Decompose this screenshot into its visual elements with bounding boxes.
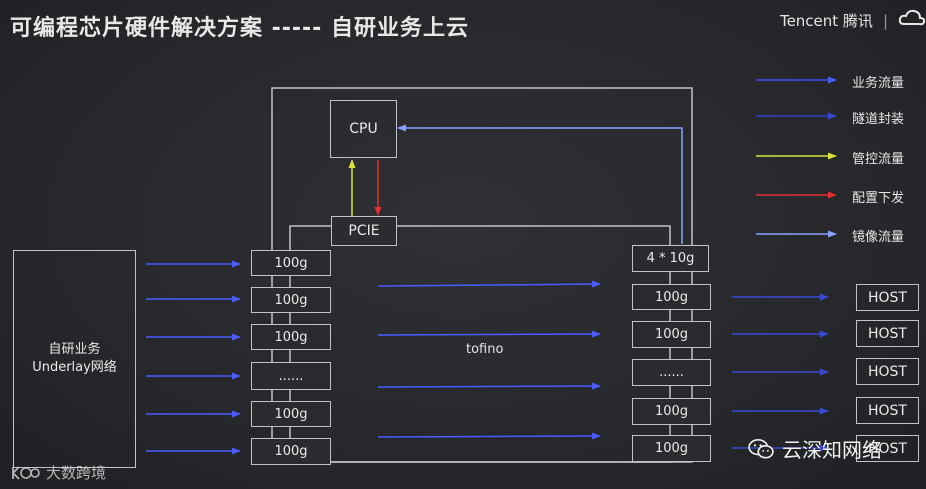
host-label: HOST xyxy=(868,363,907,380)
left-port: 100g xyxy=(251,401,331,427)
left-port: ...... xyxy=(251,362,331,390)
brand-name: Tencent 腾讯 xyxy=(779,12,873,30)
host-label: HOST xyxy=(868,402,907,419)
host-label: HOST xyxy=(868,440,907,457)
mirror-flow-arrow xyxy=(397,124,683,244)
left-port: 100g xyxy=(251,324,331,350)
right-port: 100g xyxy=(632,398,711,425)
right-port: 100g xyxy=(632,321,711,348)
legend-business-label: 业务流量 xyxy=(852,76,905,91)
port-label: 100g xyxy=(654,327,689,342)
legend-tunnel-label: 隧道封装 xyxy=(852,112,905,127)
legend-mirror-label: 镜像流量 xyxy=(852,230,905,245)
port-label: ...... xyxy=(278,368,304,384)
port-label: ...... xyxy=(659,365,684,380)
port-label: 100g xyxy=(274,444,308,459)
watermark-right-text: 云深知网络 xyxy=(782,438,882,462)
tofino-label: tofino xyxy=(466,342,504,357)
legend-control-label: 管控流量 xyxy=(852,152,905,167)
internal-arrow xyxy=(377,280,601,288)
cpu-label: CPU xyxy=(349,121,378,137)
port-label: 100g xyxy=(274,329,308,345)
right-port: 100g xyxy=(632,284,711,310)
port-label: 100g xyxy=(654,289,689,305)
internal-arrow xyxy=(377,330,601,338)
port-label: 100g xyxy=(274,406,308,422)
brand: Tencent 腾讯 | xyxy=(780,10,898,31)
slide-title: 可编程芯片硬件解决方案 ----- 自研业务上云 xyxy=(10,16,469,41)
port-label: 100g xyxy=(654,404,689,419)
host-box: HOST xyxy=(856,284,919,311)
kdo-logo-icon xyxy=(12,465,40,480)
underlay-label-line2: Underlay网络 xyxy=(32,360,117,375)
underlay-label-line1: 自研业务 xyxy=(48,342,101,357)
watermark-left-text: 大数跨境 xyxy=(46,464,107,482)
left-port: 100g xyxy=(251,287,331,313)
host-box: HOST xyxy=(856,320,919,347)
port-label: 4 * 10g xyxy=(646,251,695,266)
host-label: HOST xyxy=(868,289,907,306)
pcie-box: PCIE xyxy=(331,216,397,246)
internal-arrow xyxy=(377,432,601,440)
underlay-network-box: 自研业务 Underlay网络 xyxy=(13,250,136,468)
wechat-icon xyxy=(748,438,774,459)
watermark-left: 大数跨境 xyxy=(10,462,106,483)
port-label: 100g xyxy=(654,441,689,456)
right-port: ...... xyxy=(632,359,711,386)
right-port: 100g xyxy=(632,435,711,462)
host-label: HOST xyxy=(868,325,907,342)
host-box: HOST xyxy=(856,435,919,462)
port-label: 100g xyxy=(274,292,308,308)
internal-arrow xyxy=(377,382,601,390)
left-port: 100g xyxy=(251,250,331,276)
port-label: 100g xyxy=(274,255,308,271)
cpu-box: CPU xyxy=(330,100,397,158)
host-box: HOST xyxy=(856,397,919,424)
left-port: 100g xyxy=(251,438,331,465)
host-box: HOST xyxy=(856,358,919,385)
cloud-logo-icon xyxy=(898,9,926,26)
watermark-right: 云深知网络 xyxy=(748,434,882,463)
right-port: 4 * 10g xyxy=(632,245,709,272)
legend-config-label: 配置下发 xyxy=(852,191,905,206)
pcie-label: PCIE xyxy=(348,223,380,239)
brand-separator: | xyxy=(882,12,888,30)
